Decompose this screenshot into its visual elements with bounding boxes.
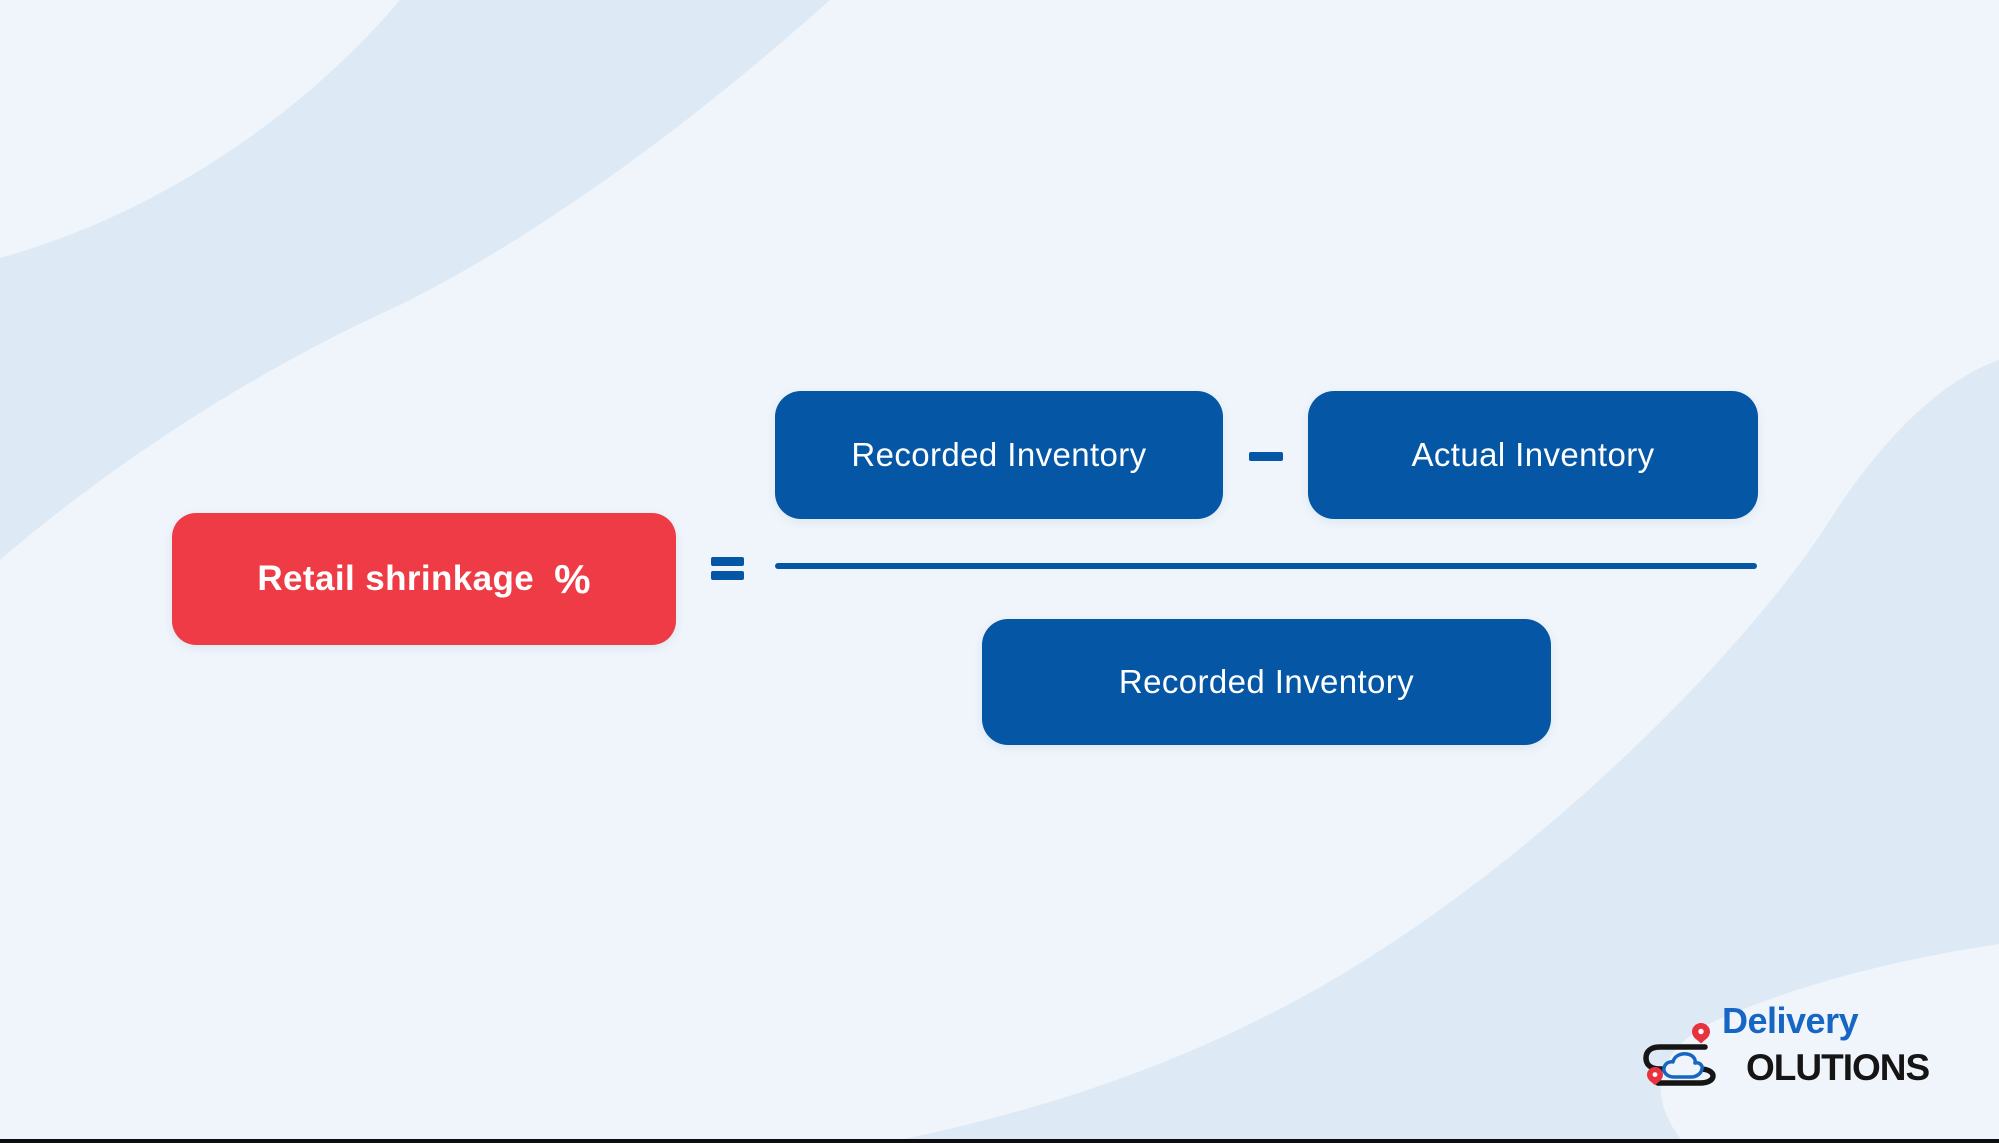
numerator-recorded-label: Recorded Inventory bbox=[851, 436, 1147, 473]
result-box: Retail shrinkage % bbox=[172, 513, 676, 645]
logo-word-solutions: OLUTIONS bbox=[1746, 1047, 1930, 1088]
delivery-solutions-logo: Delivery OLUTIONS bbox=[1638, 1003, 1948, 1113]
numerator-actual-label: Actual Inventory bbox=[1411, 436, 1655, 473]
denominator-label: Recorded Inventory bbox=[1118, 663, 1415, 700]
wave-top-left bbox=[0, 0, 830, 560]
percent-symbol: % bbox=[554, 555, 591, 602]
equals-bottom-bar bbox=[711, 571, 744, 580]
equals-top-bar bbox=[711, 557, 744, 566]
location-pin-top-icon bbox=[1692, 1023, 1710, 1044]
numerator-recorded-box: Recorded Inventory bbox=[775, 391, 1223, 519]
numerator-actual-box: Actual Inventory bbox=[1308, 391, 1758, 519]
denominator-box: Recorded Inventory bbox=[982, 619, 1551, 745]
equals-sign bbox=[711, 557, 744, 580]
logo-word-delivery: Delivery bbox=[1722, 1000, 1859, 1041]
route-s-icon bbox=[1643, 1023, 1716, 1086]
cloud-icon bbox=[1662, 1052, 1704, 1079]
wave-bottom-right bbox=[885, 360, 1999, 1143]
location-pin-bottom-icon bbox=[1647, 1067, 1663, 1086]
minus-sign bbox=[1249, 452, 1283, 461]
fraction-bar bbox=[775, 563, 1757, 569]
bottom-border bbox=[0, 1139, 1999, 1143]
result-label: Retail shrinkage bbox=[257, 559, 535, 598]
